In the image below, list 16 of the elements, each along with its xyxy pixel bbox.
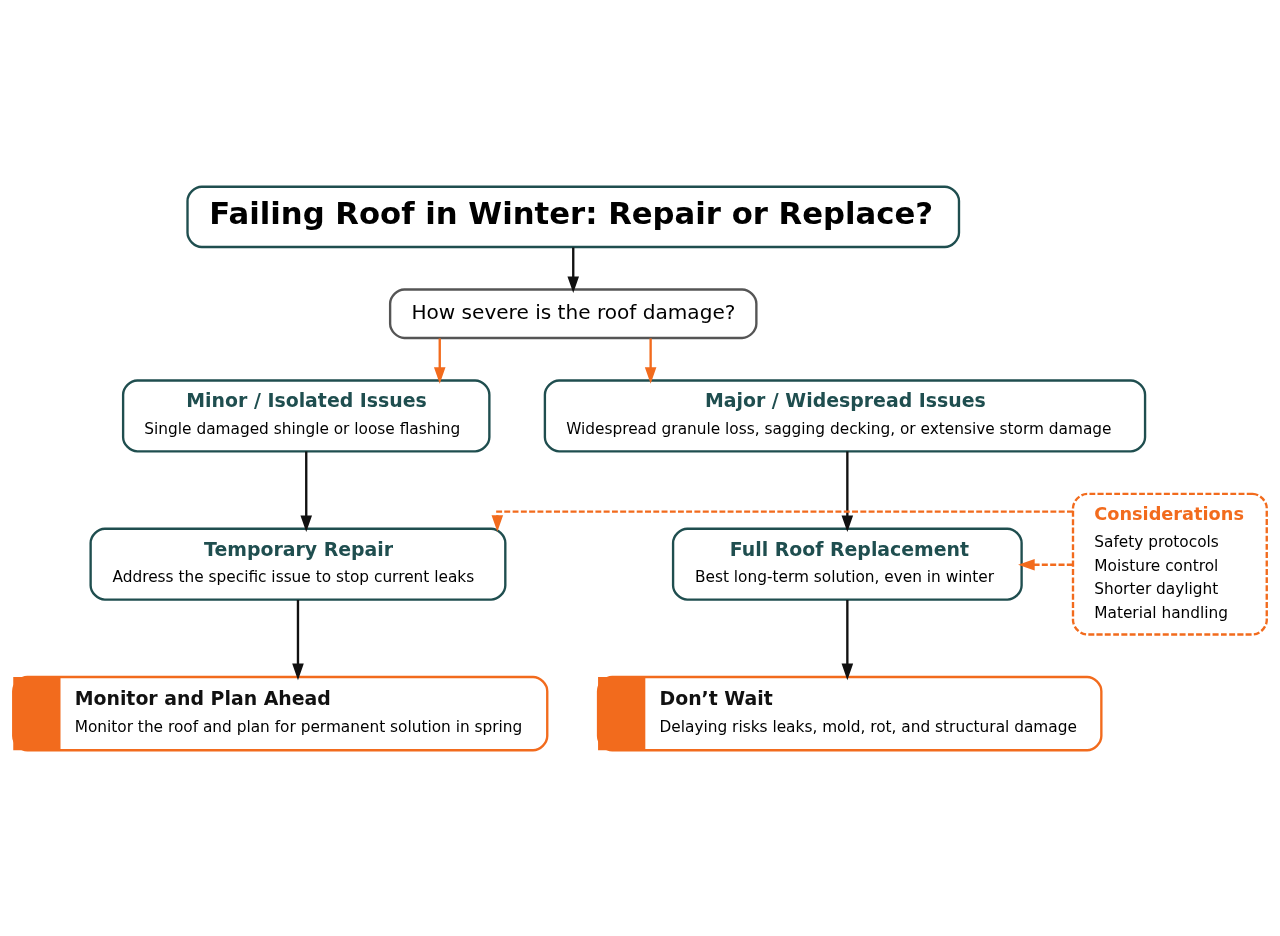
arrow bbox=[300, 450, 313, 532]
node-box: Considerations Safety protocols Moisture control Shorter daylight Material handling bbox=[1071, 492, 1268, 636]
node-box: Temporary Repair Address the specific issue to stop current leaks bbox=[89, 527, 507, 601]
arrow bbox=[841, 450, 854, 532]
arrow bbox=[644, 337, 657, 384]
arrow bbox=[491, 509, 1073, 532]
node-box: Full Roof Replacement Best long-term solution, even in winter bbox=[671, 527, 1023, 601]
node-box: Minor / Isolated Issues Single damaged shingle or loose flashing bbox=[121, 378, 491, 453]
arrow bbox=[1018, 558, 1073, 571]
node-box: How severe is the roof damage? bbox=[388, 287, 758, 339]
node-box: Failing Roof in Winter: Repair or Replace? bbox=[186, 185, 961, 248]
node-box: Major / Widespread Issues Widespread granule loss, sagging decking, or extensive storm damage bbox=[543, 378, 1147, 453]
arrow bbox=[292, 599, 304, 680]
arrow bbox=[433, 337, 446, 384]
arrow bbox=[841, 599, 854, 680]
arrow bbox=[567, 247, 580, 293]
